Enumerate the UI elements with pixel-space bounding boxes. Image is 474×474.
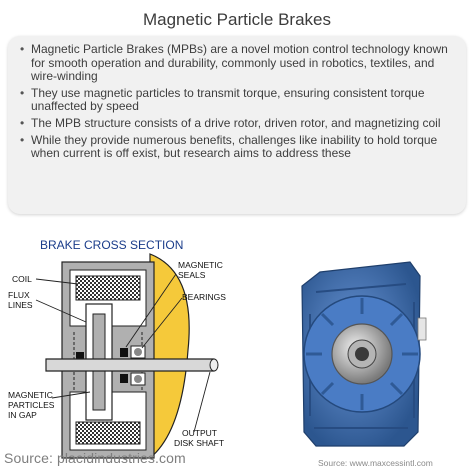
page-title: Magnetic Particle Brakes — [142, 10, 332, 29]
upper-coil — [75, 275, 141, 301]
lower-coil — [75, 421, 141, 445]
brake-cross-section-diagram: BRAKE CROSS SECTION — [0, 232, 232, 474]
label-particles: PARTICLES — [8, 400, 55, 410]
label-disk-shaft: DISK SHAFT — [174, 438, 224, 448]
seal-left — [76, 352, 84, 361]
bullet-item: The MPB structure consists of a drive ro… — [20, 116, 456, 131]
output-disk — [149, 253, 190, 460]
bullet-item: While they provide numerous benefits, ch… — [20, 133, 456, 161]
label-output: OUTPUT — [182, 428, 217, 438]
bullet-item: They use magnetic particles to transmit … — [20, 86, 456, 114]
photo-source: Source: www.maxcessintl.com — [318, 458, 433, 468]
summary-card: Magnetic Particle Brakes (MPBs) are a no… — [8, 36, 466, 214]
diagram-heading: BRAKE CROSS SECTION — [40, 238, 183, 252]
label-lines: LINES — [8, 300, 33, 310]
bearing-ball-bottom — [134, 375, 142, 383]
label-coil: COIL — [12, 274, 32, 284]
label-magnetic-seals: MAGNETIC — [178, 260, 223, 270]
bore-hole — [355, 347, 369, 361]
leader-lines — [35, 273, 211, 433]
bearing-ball-top — [134, 348, 142, 356]
label-in-gap: IN GAP — [8, 410, 37, 420]
connector — [417, 317, 427, 341]
bullet-list: Magnetic Particle Brakes (MPBs) are a no… — [20, 42, 456, 161]
bullet-item: Magnetic Particle Brakes (MPBs) are a no… — [20, 42, 456, 84]
seal-top — [120, 348, 128, 357]
product-photo — [258, 232, 474, 474]
shaft-end — [209, 358, 219, 372]
label-flux: FLUX — [8, 290, 30, 300]
output-shaft — [45, 358, 218, 372]
radial-ribs — [306, 298, 418, 410]
label-bearings: BEARINGS — [182, 292, 226, 302]
label-magnetic-particles: MAGNETIC — [8, 390, 53, 400]
diagram-source: Source: placidindustries.com — [4, 450, 186, 466]
label-seals: SEALS — [178, 270, 206, 280]
diagram-svg: BRAKE CROSS SECTION — [8, 238, 226, 460]
brake-unit-illustration — [301, 261, 427, 447]
seal-bottom — [120, 374, 128, 383]
